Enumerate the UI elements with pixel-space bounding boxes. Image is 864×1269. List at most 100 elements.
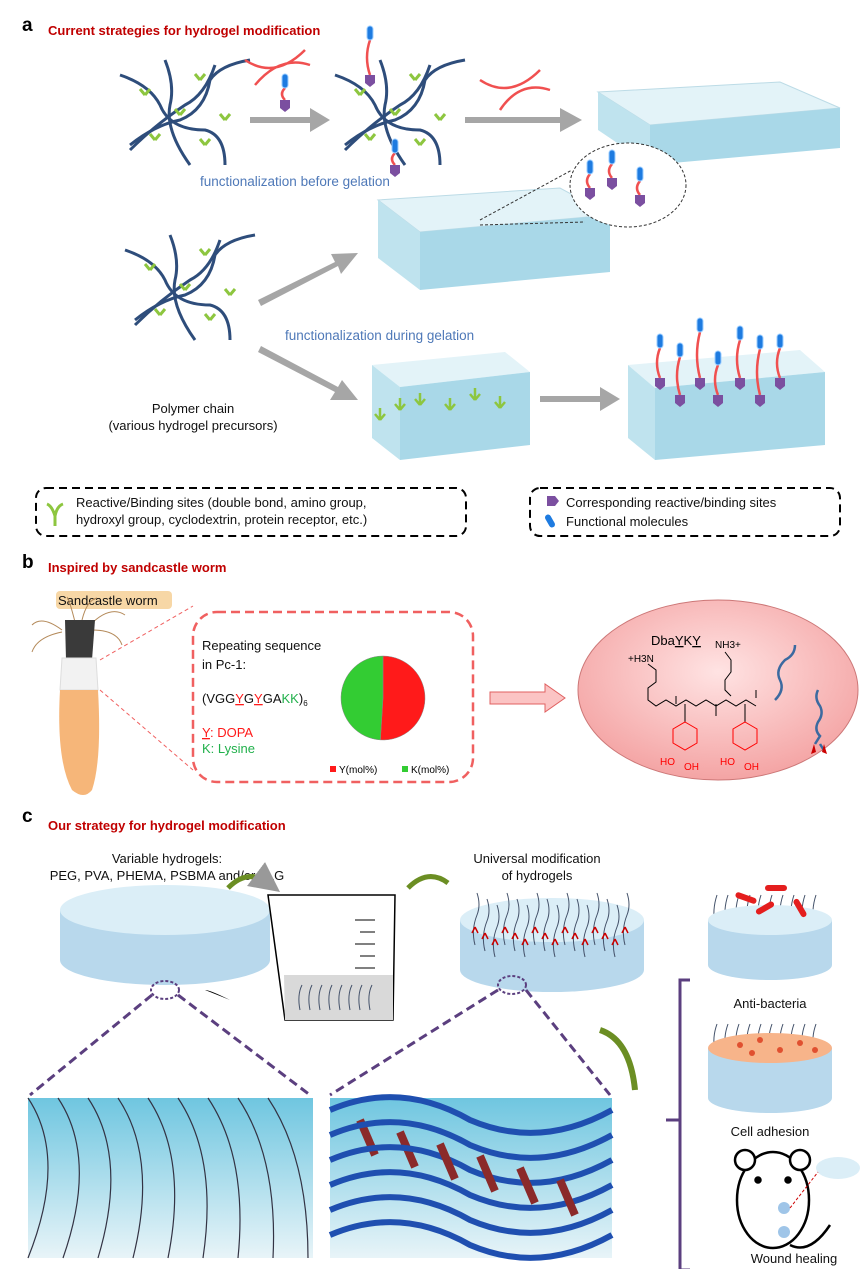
gel-fiber bbox=[57, 1097, 80, 1259]
brush-chain bbox=[542, 898, 550, 952]
dopa-tube bbox=[516, 1166, 539, 1205]
molecule-ellipse bbox=[577, 599, 859, 781]
functional-molecule-icon bbox=[608, 149, 616, 165]
hydrogel-closeup-plain bbox=[28, 1098, 313, 1258]
variable-hydrogels-2: PEG, PVA, PHEMA, PSBMA and/or ALG bbox=[50, 868, 285, 883]
dopa-anchor bbox=[561, 926, 569, 934]
functional-molecule-icon bbox=[545, 514, 555, 528]
linker-chain bbox=[585, 173, 591, 189]
binding-site-icon bbox=[193, 73, 207, 81]
dopa-anchor bbox=[511, 932, 519, 940]
brush-chain bbox=[612, 904, 620, 958]
brush-chain bbox=[368, 984, 373, 1011]
panel-b-title: Inspired by sandcastle worm bbox=[48, 560, 226, 575]
zoom-circle bbox=[569, 142, 687, 228]
functional-molecule-icon bbox=[366, 25, 374, 41]
functional-molecule-icon bbox=[586, 159, 594, 175]
legend-right-line-2: Functional molecules bbox=[566, 514, 689, 529]
arrow-1 bbox=[250, 108, 330, 132]
functional-molecule-icon bbox=[281, 73, 289, 89]
reactive-site-icon bbox=[655, 378, 665, 390]
binding-site-icon bbox=[374, 408, 386, 421]
brush-chain bbox=[602, 898, 610, 952]
crosslinker bbox=[244, 49, 311, 86]
catechol-ring-2 bbox=[732, 721, 758, 751]
dopa-anchor bbox=[471, 926, 479, 934]
linker-chain bbox=[655, 347, 662, 379]
sequence-text: (VGGYGYGAKK)6 bbox=[202, 691, 308, 708]
arrow-4 bbox=[258, 346, 358, 400]
binding-site-icon bbox=[178, 283, 192, 291]
curved-arrow-2 bbox=[406, 874, 450, 890]
legend-swatch-k bbox=[402, 766, 408, 772]
brush-chain bbox=[318, 984, 323, 1011]
reactive-site-icon bbox=[280, 100, 290, 112]
label-precursors: (various hydrogel precursors) bbox=[108, 418, 277, 433]
legend-swatch-y bbox=[330, 766, 336, 772]
dopa-tube bbox=[556, 1178, 579, 1217]
pie-slice-1 bbox=[340, 655, 384, 741]
binding-site-icon bbox=[494, 396, 506, 409]
hydrogel-disc-plain bbox=[60, 885, 270, 985]
polymer-chain bbox=[124, 248, 232, 341]
hydrogel-block-bottom-right bbox=[628, 350, 825, 460]
binding-site-icon bbox=[46, 502, 64, 526]
binding-site-icon bbox=[173, 108, 187, 116]
amine-left: +H3N bbox=[628, 654, 654, 665]
binding-site-icon bbox=[198, 138, 212, 146]
zoom-lines bbox=[479, 169, 586, 226]
functional-molecule-icon bbox=[736, 325, 744, 341]
binding-site-icon bbox=[203, 313, 217, 321]
binding-site-icon bbox=[413, 138, 427, 146]
app-anti-bacteria: Anti-bacteria bbox=[734, 996, 808, 1011]
binding-site-icon bbox=[143, 263, 157, 271]
linker-chain bbox=[735, 339, 742, 379]
arrow-5 bbox=[540, 387, 620, 411]
binding-site-icon bbox=[388, 108, 402, 116]
binding-site-icon bbox=[408, 73, 422, 81]
beaker bbox=[267, 894, 396, 1021]
brush-chain bbox=[622, 892, 630, 946]
gel-fiber bbox=[207, 1097, 241, 1259]
reactive-site-icon bbox=[390, 165, 400, 177]
label-before-gelation: functionalization before gelation bbox=[200, 174, 390, 189]
pink-arrow bbox=[489, 683, 566, 713]
legend-left-line-2: hydroxyl group, cyclodextrin, protein re… bbox=[76, 512, 367, 527]
app-wound-healing: Wound healing bbox=[751, 1251, 838, 1266]
binding-site-icon bbox=[444, 398, 456, 411]
functional-molecule-icon bbox=[696, 317, 704, 333]
dopa-anchor bbox=[581, 938, 589, 946]
brush-chain bbox=[502, 892, 510, 946]
universal-1: Universal modification bbox=[473, 851, 600, 866]
zoom-lines-c bbox=[29, 988, 612, 1097]
binding-site-icon bbox=[218, 113, 232, 121]
reactive-site-icon bbox=[547, 496, 559, 506]
linker-chain bbox=[635, 180, 641, 196]
dopa-anchor bbox=[481, 932, 489, 940]
polymer-tail bbox=[774, 644, 797, 701]
binding-site-icon bbox=[469, 388, 481, 401]
binding-site-icon bbox=[153, 308, 167, 316]
pie-slice-0 bbox=[380, 655, 426, 741]
panel-a-title: Current strategies for hydrogel modifica… bbox=[48, 23, 320, 38]
dopa-anchor bbox=[501, 926, 509, 934]
binding-site-icon bbox=[353, 88, 367, 96]
polymer-tube bbox=[328, 1094, 614, 1136]
reactive-site-icon bbox=[755, 395, 765, 407]
reactive-tip bbox=[811, 744, 827, 754]
dopa-tube bbox=[476, 1154, 499, 1193]
dopa-anchor bbox=[601, 932, 609, 940]
arrow-3 bbox=[258, 253, 358, 306]
panel-c-title: Our strategy for hydrogel modification bbox=[48, 818, 286, 833]
application-bracket bbox=[678, 978, 690, 1269]
linker-chain bbox=[675, 356, 682, 396]
binding-site-icon bbox=[138, 88, 152, 96]
linker-chain bbox=[607, 163, 613, 179]
hydrogel-block-bottom-left bbox=[372, 352, 530, 460]
polymer-tube bbox=[328, 1219, 614, 1261]
dopa-anchor bbox=[621, 926, 629, 934]
reactive-site-icon bbox=[635, 195, 645, 207]
sequence-box bbox=[191, 610, 475, 784]
